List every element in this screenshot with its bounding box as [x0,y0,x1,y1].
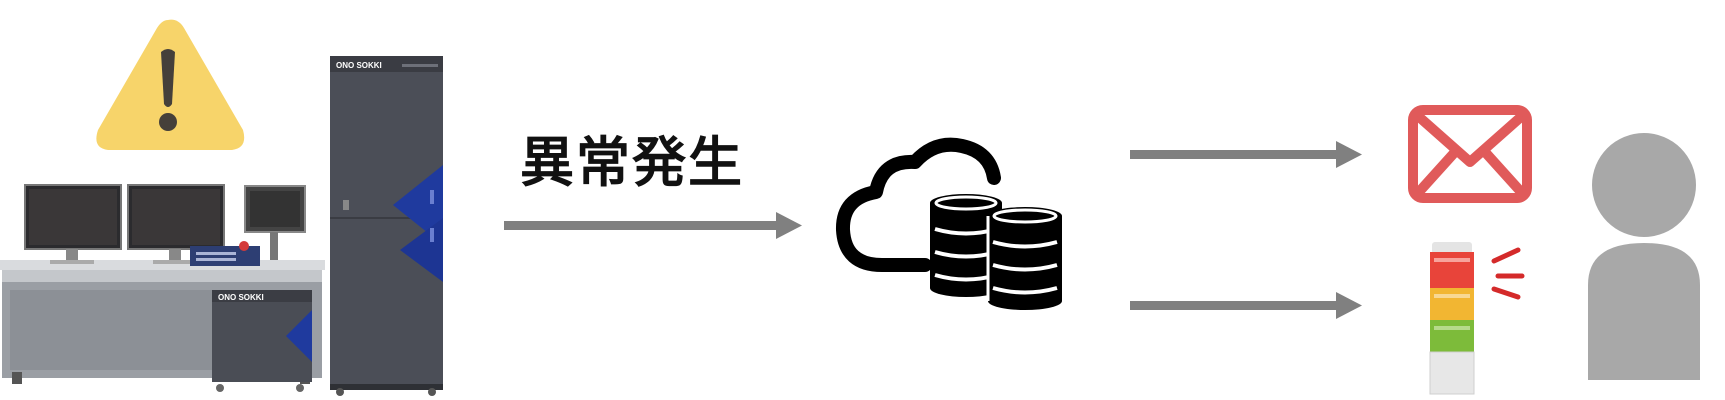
person-icon [1588,133,1700,380]
signal-tower-icon [1430,242,1522,394]
warning-icon [96,20,244,150]
rack-brand-text: ONO SOKKI [336,61,382,70]
desk-brand-text: ONO SOKKI [218,293,264,302]
test-equipment: ONO SOKKI ONO SOKKI [0,20,443,396]
arrow-to-cloud [504,212,802,239]
arrow-to-mail [1130,141,1362,168]
mail-icon [1413,110,1527,198]
cloud-database-icon [843,145,1062,310]
event-label: 異常発生 [520,118,744,197]
arrow-to-signal-tower [1130,292,1362,319]
small-cabinet: ONO SOKKI [212,290,312,392]
monitor-left [25,185,121,264]
rack-cabinet: ONO SOKKI [330,56,443,396]
database-cylinder-2 [988,207,1062,310]
